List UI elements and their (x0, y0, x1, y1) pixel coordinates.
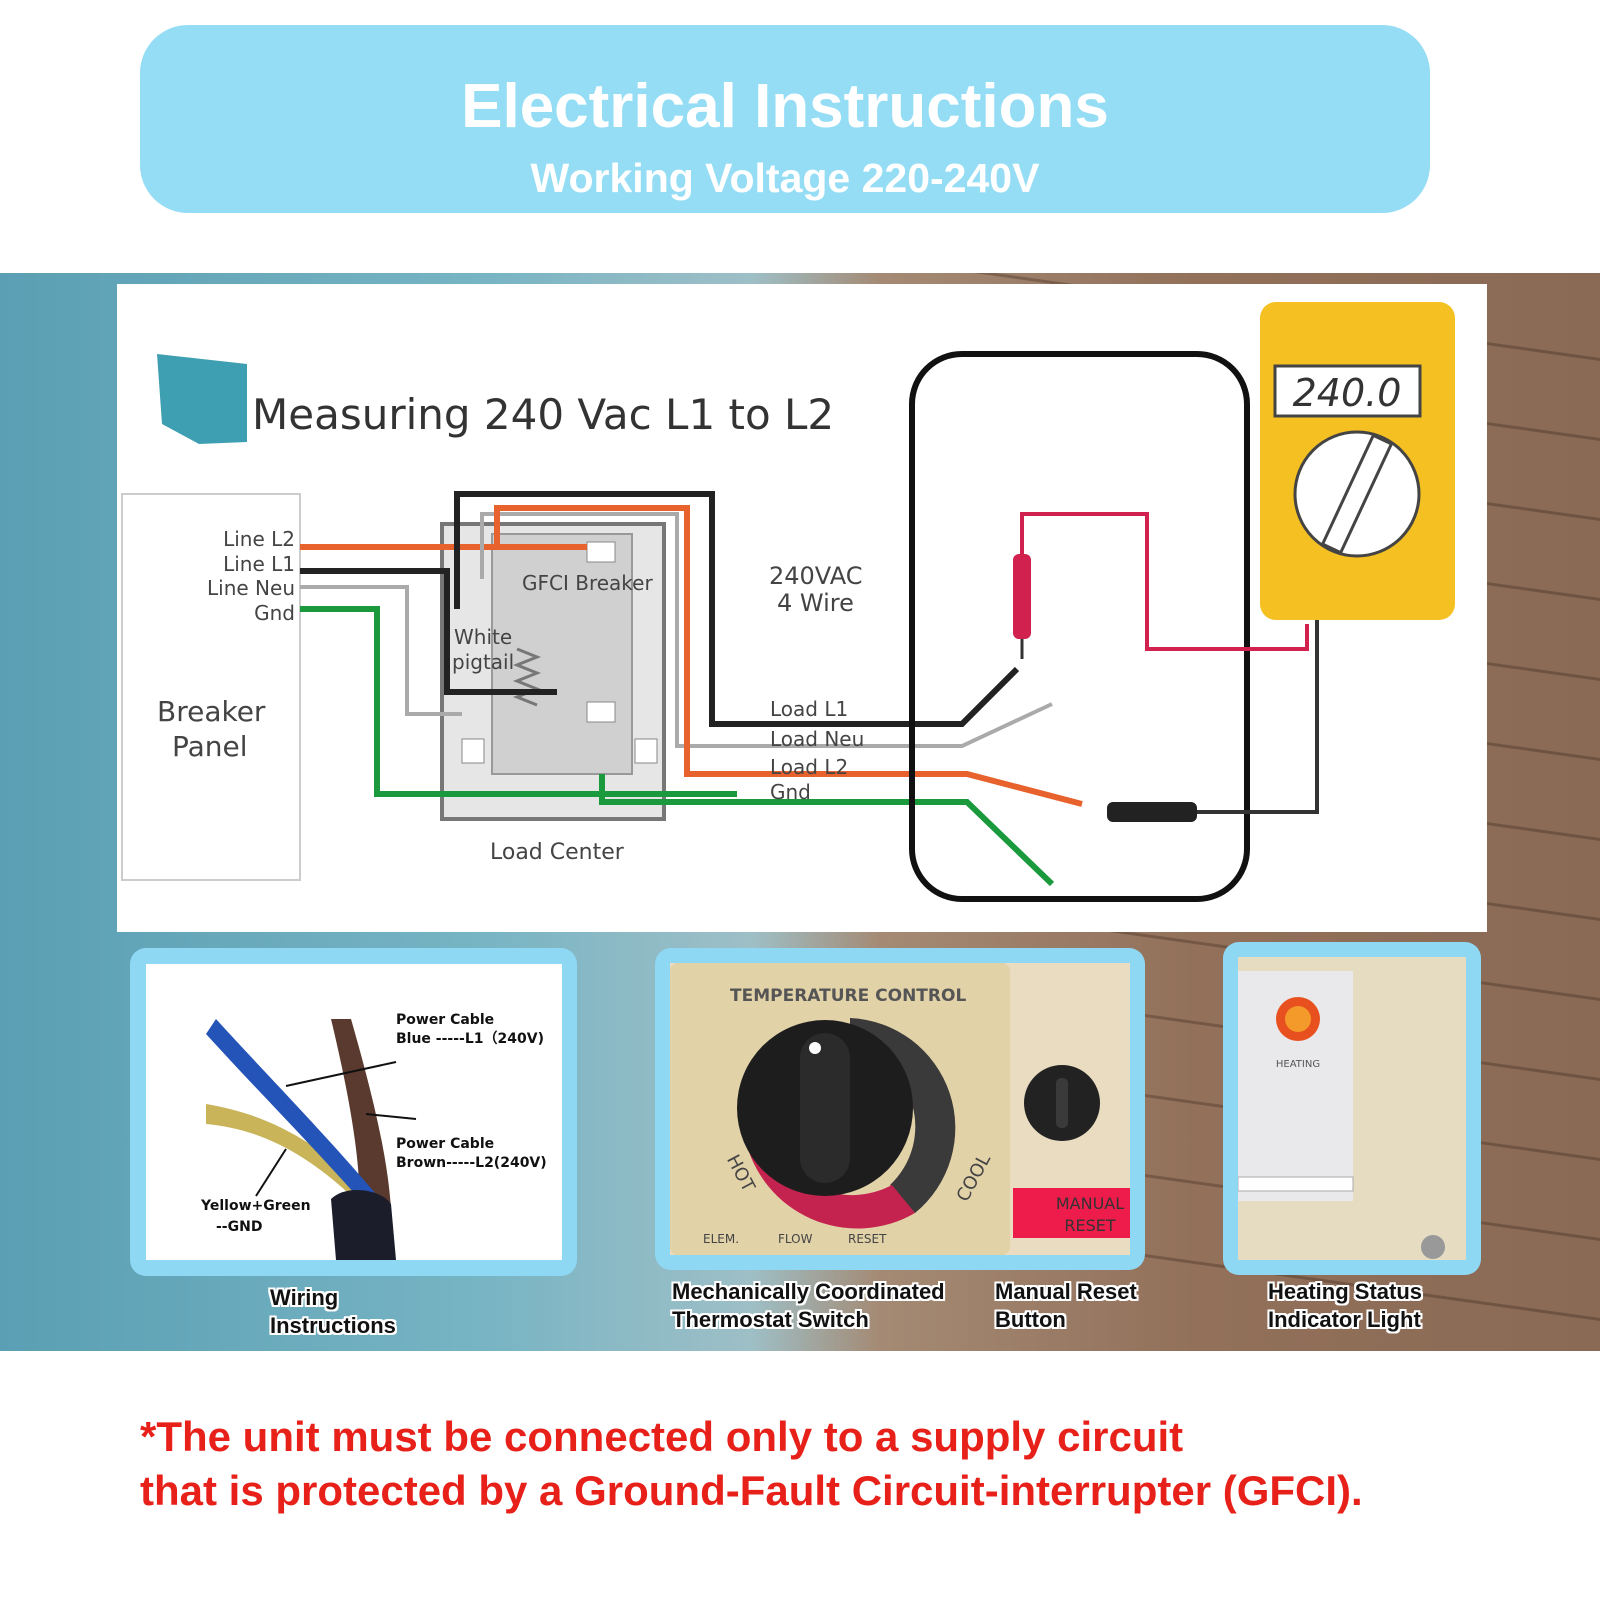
brown-cable-label-1: Power Cable (396, 1136, 494, 1152)
terminal (586, 541, 616, 563)
yellow-green-cable (206, 1104, 376, 1212)
page-subtitle: Working Voltage 220-240V (530, 155, 1040, 201)
wire-load-l1 (454, 491, 1020, 727)
header-banner: Electrical Instructions Working Voltage … (140, 25, 1430, 213)
line-l2-label: Line L2 (223, 527, 295, 551)
load-gnd-label: Gnd (770, 780, 811, 804)
wire-line-gnd (300, 606, 737, 797)
probe-red-lead (1020, 512, 1309, 651)
pigtail-coil (512, 647, 542, 707)
thermostat-photo: TEMPERATURE CONTROL HOT COOL ELEM. FLOW … (670, 963, 1130, 1255)
caption-wiring: Wiring Instructions (270, 1285, 396, 1338)
line-neu-label: Line Neu (207, 576, 295, 600)
terminal (586, 701, 616, 723)
caption-heating: Heating Status Indicator Light (1268, 1279, 1423, 1332)
white-pigtail-label-1: White (454, 625, 512, 649)
line-l1-label: Line L1 (223, 552, 295, 576)
wire-load-neu (480, 512, 1053, 748)
gfci-breaker (491, 533, 633, 775)
white-pigtail-label-2: pigtail (452, 650, 514, 674)
vac-label-2: 4 Wire (777, 589, 854, 617)
manual-reset-tag-label-2: RESET (1064, 1216, 1115, 1235)
heating-label: HEATING (1276, 1059, 1320, 1070)
wire-line-neu (300, 585, 462, 716)
line-gnd-label: Gnd (254, 601, 295, 625)
probe-black (1107, 802, 1197, 822)
probe-red (1013, 554, 1031, 639)
blue-cable-label-1: Power Cable (396, 1012, 494, 1028)
gfci-breaker-label: GFCI Breaker (522, 571, 653, 595)
meter-display (1273, 364, 1422, 418)
screw-icon (1421, 1235, 1445, 1259)
caption-reset: Manual Reset Button (995, 1279, 1137, 1332)
hot-arc (745, 1133, 915, 1229)
caption-thermostat: Mechanically Coordinated Thermostat Swit… (672, 1279, 945, 1332)
meter-knob (1320, 433, 1394, 555)
blue-cable-label-2: Blue -----L1（240V) (396, 1031, 544, 1047)
load-loop (909, 351, 1250, 902)
load-l2-label: Load L2 (770, 755, 848, 779)
terminal (461, 738, 485, 764)
breaker-panel (121, 493, 301, 881)
gfci-warning: *The unit must be connected only to a su… (140, 1410, 1540, 1518)
cool-arc (850, 1018, 956, 1213)
vac-label-1: 240VAC (769, 562, 862, 590)
wire-load-l2 (494, 505, 1083, 807)
thermostat-thumbnail: TEMPERATURE CONTROL HOT COOL ELEM. FLOW … (655, 948, 1145, 1270)
wire-load-gnd (599, 774, 1055, 887)
wiring-photo: Power Cable Blue -----L1（240V) Power Cab… (146, 964, 562, 1260)
wire-line-l1 (300, 568, 557, 695)
wiring-thumbnail: Power Cable Blue -----L1（240V) Power Cab… (130, 948, 577, 1276)
diagram-title-icon (157, 354, 247, 444)
manual-reset-tag (1013, 1188, 1130, 1238)
breaker-panel-label-1: Breaker (157, 695, 266, 728)
flow-label: FLOW (778, 1232, 813, 1246)
brown-cable-label-2: Brown-----L2(240V) (396, 1155, 547, 1171)
knob-indicator (809, 1042, 821, 1054)
reset-text-label: RESET (848, 1232, 887, 1246)
knob-grip (800, 1033, 850, 1183)
diagram-title: Measuring 240 Vac L1 to L2 (252, 390, 834, 439)
thermostat-title: TEMPERATURE CONTROL (730, 986, 966, 1006)
load-center-label: Load Center (490, 840, 625, 865)
probe-black-lead (1192, 614, 1319, 814)
indicator-photo: HEATING (1238, 957, 1466, 1260)
wiring-diagram-svg: Measuring 240 Vac L1 to L2 Breaker Panel… (121, 302, 1455, 902)
load-l1-label: Load L1 (770, 697, 848, 721)
cable-sheath (331, 1189, 396, 1260)
ground-label-2: --GND (216, 1219, 262, 1235)
ground-label-1: Yellow+Green (200, 1198, 311, 1214)
elem-label: ELEM. (703, 1232, 739, 1246)
indicator-thumbnail: HEATING (1223, 942, 1481, 1275)
warning-line-2: that is protected by a Ground-Fault Circ… (140, 1467, 1363, 1514)
page-title: Electrical Instructions (461, 72, 1109, 141)
warning-line-1: *The unit must be connected only to a su… (140, 1413, 1184, 1460)
terminal (634, 738, 658, 764)
wiring-diagram: Measuring 240 Vac L1 to L2 Breaker Panel… (117, 284, 1487, 932)
breaker-panel-label-2: Panel (172, 730, 248, 763)
manual-reset-tag-label-1: MANUAL (1056, 1194, 1124, 1213)
blue-cable (206, 1019, 376, 1204)
load-neu-label: Load Neu (770, 727, 864, 751)
meter-reading: 240.0 (1293, 371, 1402, 415)
